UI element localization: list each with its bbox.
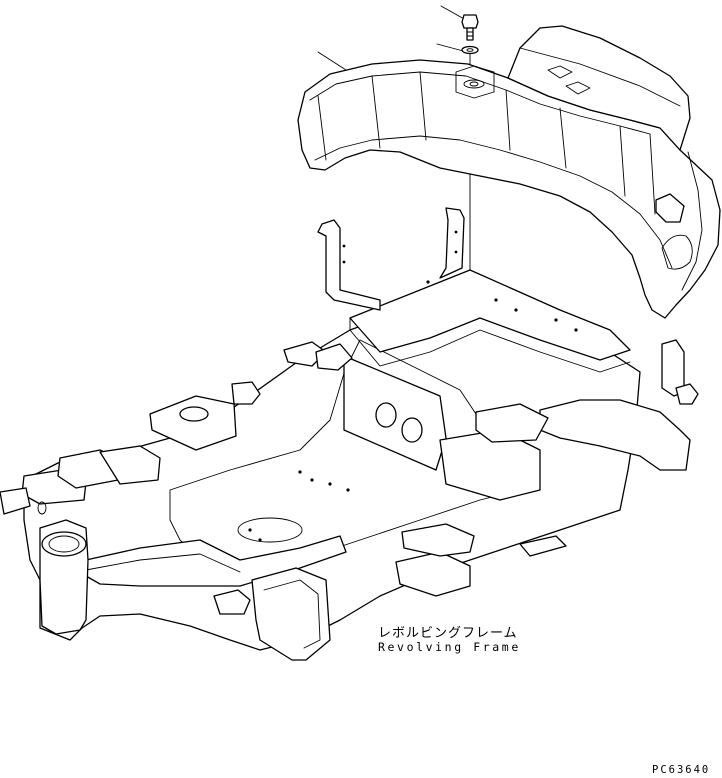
part-label-english: Revolving Frame	[378, 640, 521, 654]
revolving-frame-icon	[0, 207, 699, 661]
drawing-number: PC63640	[652, 764, 711, 776]
bolt-icon	[461, 14, 479, 41]
part-label-japanese: レボルビングフレーム	[378, 626, 518, 641]
counterweight-icon	[297, 25, 721, 319]
washer-icon	[461, 45, 479, 55]
